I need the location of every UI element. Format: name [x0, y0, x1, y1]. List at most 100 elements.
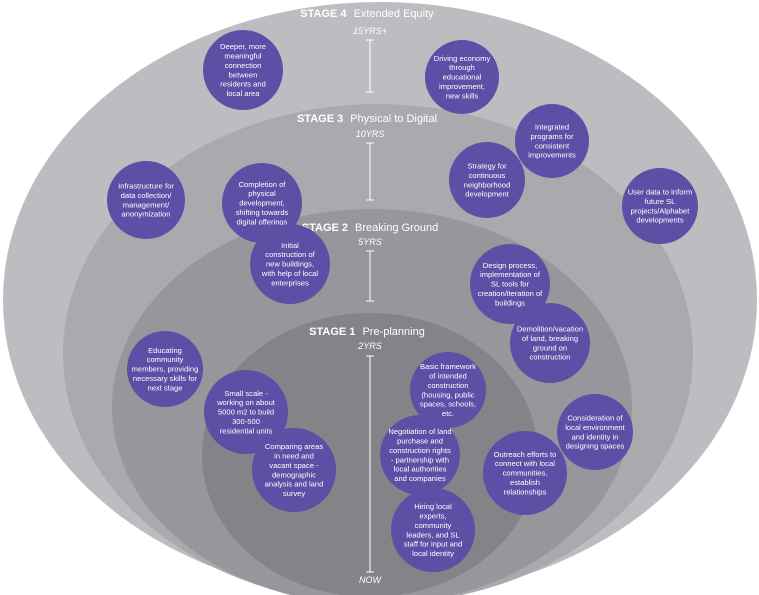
milestone-bubble-line: relationships — [504, 487, 547, 496]
milestone-bubble-line: shifting towards — [236, 208, 289, 217]
milestone-bubble-circle — [515, 104, 589, 178]
milestone-bubble-line: Infrastructure for — [118, 182, 174, 191]
milestone-bubble-line: Demolition/vacation — [517, 325, 583, 334]
milestone-bubble-line: of land, breaking — [522, 334, 578, 343]
stage-4-title: STAGE 4 Extended Equity — [300, 4, 434, 21]
milestone-bubble-line: management/ — [123, 200, 170, 209]
stage-1-title: STAGE 1 Pre-planning — [309, 322, 425, 339]
milestone-bubble-line: demographic — [272, 470, 316, 479]
milestone-bubble-line: purchase and — [397, 437, 443, 446]
milestone-bubble-line: implementation of — [480, 270, 541, 279]
milestone-bubble-line: Educating — [148, 346, 182, 355]
milestone-bubble-line: communities, — [503, 469, 548, 478]
stage-1-years: 2YRS — [357, 341, 382, 351]
milestone-bubble-line: staff for input and — [404, 540, 463, 549]
milestone-bubble-line: educational — [443, 73, 482, 82]
milestone-bubble-circle — [127, 331, 203, 407]
milestone-bubble-line: SL tools for — [491, 280, 530, 289]
milestone-bubble-line: between — [229, 70, 258, 79]
stage-3-years: 10YRS — [356, 129, 385, 139]
milestone-bubble-circle — [203, 30, 283, 110]
milestone-bubble-circle — [250, 224, 330, 304]
milestone-bubble-circle — [107, 161, 185, 239]
milestone-bubble-line: in need and — [274, 452, 314, 461]
stage-2-years: 5YRS — [358, 237, 382, 247]
stage-3-number: STAGE 3 — [297, 113, 343, 125]
stage-4-name: Extended Equity — [354, 8, 435, 20]
milestone-bubble-line: etc. — [442, 409, 454, 418]
milestone-bubble-line: construction — [428, 381, 469, 390]
milestone-bubble-line: Comparing areas — [265, 442, 323, 451]
milestone-bubble-line: Negotiation of land — [388, 427, 451, 436]
milestone-bubble-line: new skills — [446, 91, 479, 100]
milestone-bubble-line: designing spaces — [566, 442, 625, 451]
milestone-bubble-line: local authorities — [394, 465, 447, 474]
milestone-bubble-line: (housing, public — [421, 390, 474, 399]
milestone-bubble-line: Integrated — [535, 123, 569, 132]
stage-4-number: STAGE 4 — [300, 8, 347, 20]
stage-1-number: STAGE 1 — [309, 326, 355, 338]
milestone-bubble-line: Deeper, more — [220, 42, 266, 51]
stage-3-name: Physical to Digital — [350, 113, 437, 125]
milestone-bubble-circle — [557, 394, 633, 470]
stage-2-title: STAGE 2 Breaking Ground — [302, 218, 438, 235]
stage-2-name: Breaking Ground — [355, 222, 438, 234]
milestone-bubble-line: 5000 m2 to build — [218, 408, 274, 417]
milestone-bubble-circle — [222, 163, 302, 243]
milestone-bubble-circle — [449, 142, 525, 218]
milestone-bubble-line: construction rights — [389, 446, 451, 455]
milestone-bubble-line: with help of local — [261, 269, 318, 278]
milestone-bubble-line: residents and — [220, 80, 266, 89]
stage-3-title: STAGE 3 Physical to Digital — [297, 109, 437, 126]
milestone-bubble-line: leaders, and SL — [406, 530, 459, 539]
stage-1-name: Pre-planning — [362, 326, 424, 338]
milestone-bubble-line: new buildings, — [266, 260, 314, 269]
milestone-bubble-line: local identity — [412, 549, 454, 558]
milestone-bubble-line: local environment — [565, 423, 625, 432]
milestone-bubble-line: ground on — [533, 343, 567, 352]
milestone-bubble-circle — [510, 303, 590, 383]
milestone-bubble-line: Completion of — [239, 180, 287, 189]
milestone-bubble-line: improvements — [528, 151, 576, 160]
milestone-bubble-line: community — [415, 521, 452, 530]
milestone-bubble-line: and identity in — [572, 432, 619, 441]
milestone-bubble-line: development — [465, 190, 509, 199]
milestone-bubble-line: improvement, — [439, 82, 485, 91]
milestone-bubble-line: local area — [227, 89, 261, 98]
milestone-bubble-line: 300-500 — [232, 417, 260, 426]
milestone-bubble-line: data collection/ — [121, 191, 173, 200]
milestone-bubble-line: experts, — [419, 512, 446, 521]
milestone-bubble-line: anonymization — [122, 210, 171, 219]
milestone-bubble-line: physical — [248, 189, 276, 198]
milestone-bubble-line: Initial — [281, 241, 299, 250]
now-label: NOW — [359, 575, 383, 585]
milestone-bubble-line: survey — [283, 489, 306, 498]
milestone-bubble-circle — [483, 431, 567, 515]
milestone-bubble-line: future SL — [645, 197, 676, 206]
milestone-bubble-line: establish — [510, 478, 540, 487]
milestone-bubble-line: Design process, — [483, 261, 537, 270]
milestone-bubble-line: Driving economy — [434, 54, 491, 63]
milestone-bubble-line: of intended — [429, 372, 467, 381]
